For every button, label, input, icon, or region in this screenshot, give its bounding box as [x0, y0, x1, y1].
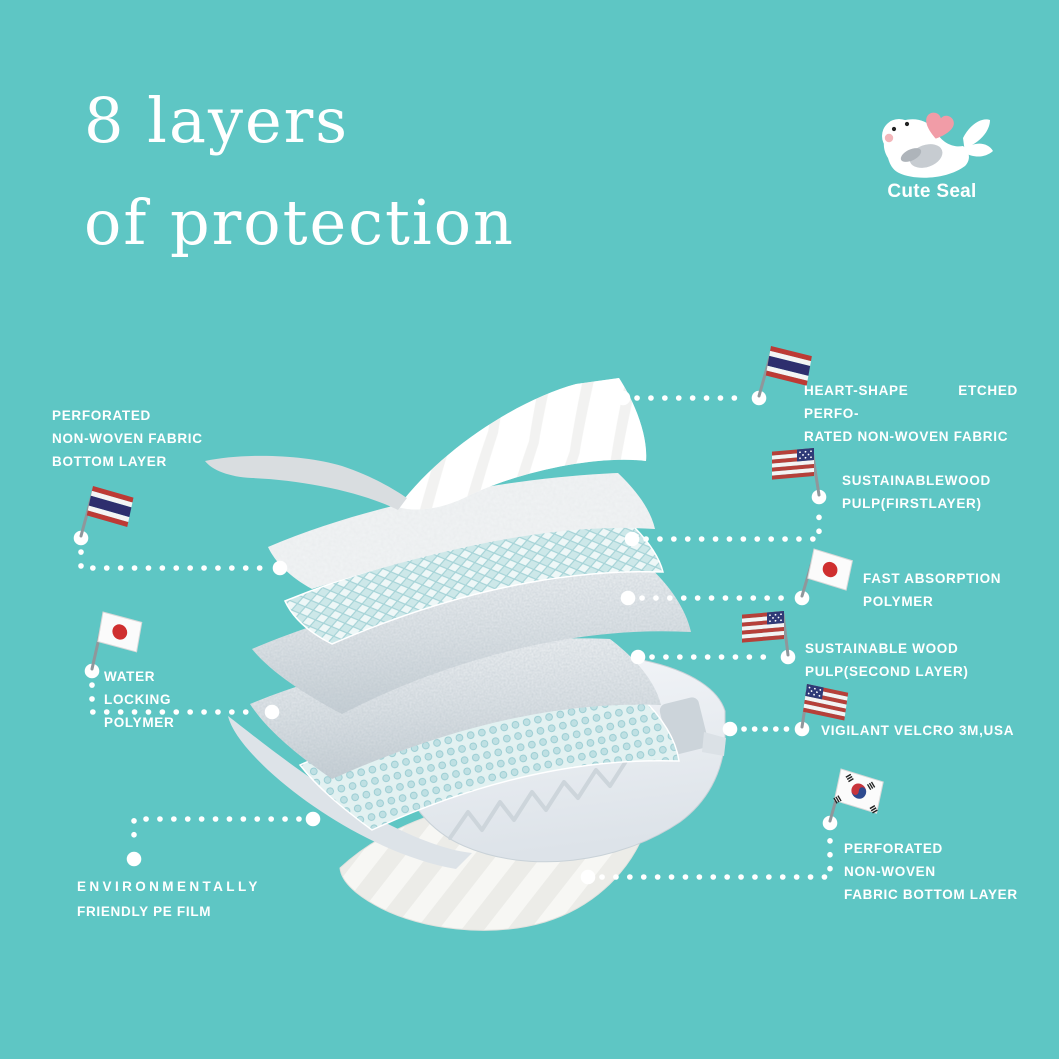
callout-line: SUSTAINABLEWOOD: [842, 473, 991, 488]
callout-water-locking-polymer: WATER LOCKING POLYMER: [104, 665, 222, 734]
callout-line: RATED NON-WOVEN FABRIC: [804, 429, 1009, 444]
usa-flag-icon: [803, 684, 849, 721]
layer-wood-pulp-second: [252, 563, 691, 714]
connector-end-dots: [73, 390, 838, 885]
callout-line: ENVIRONMENTALLY: [77, 879, 261, 894]
callout-wood-pulp-first-layer: SUSTAINABLEWOOD PULP(FIRSTLAYER): [842, 469, 991, 515]
usa-flag-icon: [772, 448, 814, 480]
callout-line: SUSTAINABLE WOOD: [805, 641, 959, 656]
callout-line: FRIENDLY PE FILM: [77, 904, 212, 919]
heart-icon: [926, 112, 954, 139]
layer-wood-pulp-first: [268, 473, 655, 589]
callout-line: NON-WOVEN FABRIC: [52, 431, 203, 446]
callout-line: PERFORATED: [844, 841, 944, 856]
callout-pe-film: ENVIRONMENTALLY FRIENDLY PE FILM: [77, 874, 261, 924]
connector-dotted-lines: [78, 395, 833, 880]
brand-name: Cute Seal: [887, 181, 977, 202]
callout-line: WATER LOCKING: [104, 669, 172, 707]
usa-flag-icon: [742, 611, 784, 643]
thailand-flag-icon: [86, 486, 134, 527]
callout-line: PULP(FIRSTLAYER): [842, 496, 982, 511]
title-line-1: 8 layers: [84, 84, 350, 157]
japan-flag-icon: [97, 611, 143, 653]
callout-fast-absorption-polymer: FAST ABSORPTION POLYMER: [863, 567, 1001, 613]
callout-line: PULP(SECOND LAYER): [805, 664, 969, 679]
callout-line: NON-WOVEN: [844, 864, 936, 879]
cute-seal-logo-icon: [882, 112, 993, 178]
callout-line: POLYMER: [863, 594, 934, 609]
callout-wood-pulp-second-layer: SUSTAINABLE WOOD PULP(SECOND LAYER): [805, 637, 969, 683]
callout-perforated-bottom-right: PERFORATED NON-WOVEN FABRIC BOTTOM LAYER: [844, 837, 1018, 906]
callout-line: BOTTOM LAYER: [52, 454, 167, 469]
callout-line: VIGILANT VELCRO 3M,USA: [821, 723, 1015, 738]
south-korea-flag-icon: [833, 768, 884, 814]
callout-line: PERFORATED: [52, 408, 152, 423]
callout-vigilant-velcro: VIGILANT VELCRO 3M,USA: [821, 719, 1014, 742]
page-title: 8 layers of protection: [84, 70, 515, 274]
callout-heart-shape-fabric: HEART-SHAPE ETCHED PERFO- RATED NON-WOVE…: [804, 379, 1022, 448]
layer-top-ribbon: [205, 455, 407, 510]
layer-top-nonwoven: [205, 378, 647, 510]
thailand-flag-icon: [765, 346, 812, 386]
callout-line: POLYMER: [104, 715, 175, 730]
japan-flag-icon: [807, 548, 853, 591]
title-line-2: of protection: [84, 186, 515, 259]
callout-perforated-bottom-left: PERFORATED NON-WOVEN FABRIC BOTTOM LAYER: [52, 404, 203, 473]
callout-line: FABRIC BOTTOM LAYER: [844, 887, 1018, 902]
callout-line: HEART-SHAPE ETCHED PERFO-: [804, 383, 1018, 421]
callout-line: FAST ABSORPTION: [863, 571, 1002, 586]
